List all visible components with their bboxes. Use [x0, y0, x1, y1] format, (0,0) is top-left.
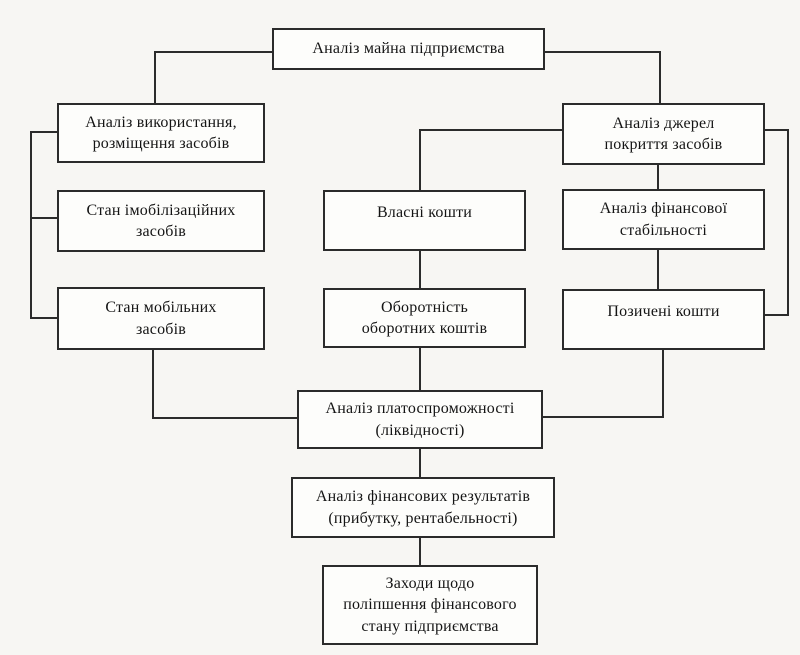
connector	[30, 131, 58, 133]
node-turnover-label: Оборотність оборотних коштів	[361, 298, 488, 337]
connector	[154, 51, 156, 103]
node-turnover: Оборотність оборотних коштів	[323, 288, 526, 348]
node-sources-label: Аналіз джерел покриття засобів	[604, 114, 723, 153]
node-borrowed-label: Позичені кошти	[607, 303, 720, 320]
connector	[545, 51, 660, 53]
connector	[419, 347, 421, 391]
node-results-label: Аналіз фінансових результатів (прибутку,…	[315, 488, 531, 527]
node-own-funds-label: Власні кошти	[376, 204, 473, 221]
node-measures: Заходи щодо поліпшення фінансового стану…	[322, 565, 538, 645]
node-immobilized-label: Стан імобілізаційних засобів	[86, 201, 236, 240]
connector	[30, 217, 58, 219]
node-usage: Аналіз використання, розміщення засобів	[57, 103, 265, 163]
node-usage-label: Аналіз використання, розміщення засобів	[85, 113, 237, 152]
connector	[662, 349, 664, 418]
connector	[155, 51, 273, 53]
node-own-funds: Власні кошти	[323, 190, 526, 251]
node-stability-label: Аналіз фінансової стабільності	[599, 200, 728, 239]
node-immobilized: Стан імобілізаційних засобів	[57, 190, 265, 252]
connector	[419, 129, 421, 190]
connector	[152, 417, 298, 419]
connector	[30, 317, 58, 319]
node-mobile-label: Стан мобільних засобів	[105, 299, 217, 338]
connector	[657, 164, 659, 190]
connector	[787, 129, 789, 316]
connector	[419, 250, 421, 289]
connector	[152, 349, 154, 419]
node-borrowed: Позичені кошти	[562, 289, 765, 350]
connector	[657, 249, 659, 290]
connector	[30, 131, 32, 319]
node-root: Аналіз майна підприємства	[272, 28, 545, 70]
node-measures-label: Заходи щодо поліпшення фінансового стану…	[343, 575, 517, 635]
connector	[419, 448, 421, 478]
node-results: Аналіз фінансових результатів (прибутку,…	[291, 477, 555, 538]
node-mobile: Стан мобільних засобів	[57, 287, 265, 350]
connector	[764, 314, 789, 316]
node-solvency-label: Аналіз платоспроможності (ліквідності)	[325, 400, 515, 439]
node-stability: Аналіз фінансової стабільності	[562, 189, 765, 250]
connector	[659, 51, 661, 103]
connector	[543, 416, 664, 418]
node-sources: Аналіз джерел покриття засобів	[562, 103, 765, 165]
connector	[419, 537, 421, 566]
connector	[764, 129, 789, 131]
node-root-label: Аналіз майна підприємства	[312, 40, 505, 58]
connector	[419, 129, 563, 131]
node-solvency: Аналіз платоспроможності (ліквідності)	[297, 390, 543, 449]
